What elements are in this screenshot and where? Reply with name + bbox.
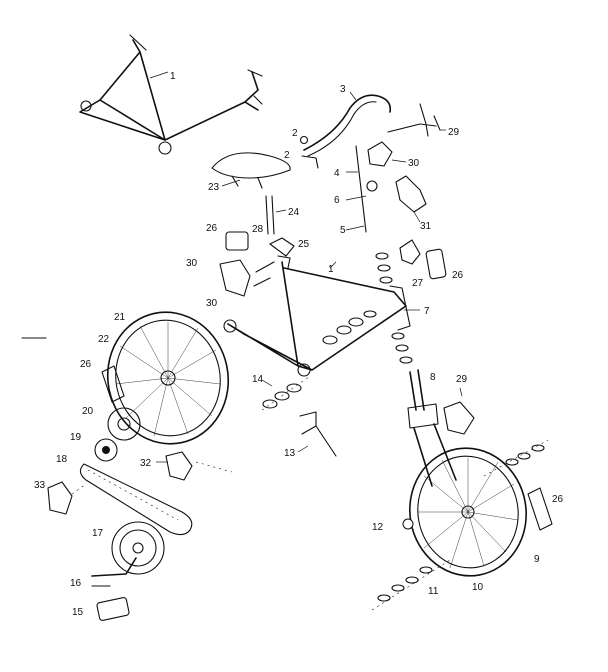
fender-clip-26-left bbox=[101, 365, 125, 403]
pedal bbox=[96, 597, 130, 621]
callout-labels: 1 3 29 2 2 30 4 23 6 24 26 28 5 31 25 30… bbox=[34, 71, 564, 618]
callout-30-left-upper: 30 bbox=[186, 258, 198, 269]
reflector-26-right bbox=[527, 487, 553, 531]
callout-29-lower: 29 bbox=[456, 374, 468, 385]
derailleur-33 bbox=[47, 481, 87, 515]
brake-caliper-29-lower bbox=[443, 387, 475, 435]
callout-2-upper: 2 bbox=[292, 128, 298, 139]
callout-3: 3 bbox=[340, 84, 346, 95]
seat-clamp-25 bbox=[269, 237, 295, 257]
callout-33: 33 bbox=[34, 480, 46, 491]
crank-arm bbox=[91, 557, 137, 587]
chainring bbox=[111, 521, 165, 575]
front-fork bbox=[407, 369, 457, 487]
callout-16: 16 bbox=[70, 578, 82, 589]
shift-lever-30-top bbox=[367, 141, 407, 167]
callout-24: 24 bbox=[288, 207, 300, 218]
callout-9: 9 bbox=[534, 554, 540, 565]
freewheel-sprocket-20 bbox=[107, 407, 141, 441]
callout-29-top: 29 bbox=[448, 127, 460, 138]
clip-27 bbox=[399, 239, 421, 265]
reflector-top-right bbox=[425, 248, 447, 280]
callout-6: 6 bbox=[334, 195, 340, 206]
shifter-30-left bbox=[219, 259, 275, 297]
main-frame bbox=[223, 255, 411, 377]
callout-27: 27 bbox=[412, 278, 424, 289]
chain bbox=[79, 463, 193, 536]
seat-post bbox=[265, 195, 287, 235]
callout-25: 25 bbox=[298, 239, 310, 250]
rear-wheel bbox=[106, 311, 230, 445]
callout-1-center: 1 bbox=[328, 264, 334, 275]
callout-22: 22 bbox=[98, 334, 110, 345]
callout-15: 15 bbox=[72, 607, 84, 618]
callout-13: 13 bbox=[284, 448, 296, 459]
callout-5: 5 bbox=[340, 225, 346, 236]
callout-1-top: 1 bbox=[170, 71, 176, 82]
callout-18: 18 bbox=[56, 454, 68, 465]
callout-12: 12 bbox=[372, 522, 384, 533]
callout-28: 28 bbox=[252, 224, 264, 235]
axle-parts-11 bbox=[371, 559, 451, 611]
shift-lever-31 bbox=[395, 175, 427, 223]
callout-31: 31 bbox=[420, 221, 432, 232]
derailleur-32 bbox=[156, 451, 233, 481]
small-fitting-2 bbox=[299, 135, 319, 169]
bearing-parts bbox=[322, 310, 377, 345]
callout-11: 11 bbox=[428, 586, 439, 597]
frame-top-view bbox=[79, 34, 263, 155]
callout-32: 32 bbox=[140, 458, 152, 469]
callout-10: 10 bbox=[472, 582, 484, 593]
handlebar bbox=[303, 91, 392, 157]
saddle bbox=[211, 152, 291, 189]
callout-4: 4 bbox=[334, 168, 340, 179]
callout-26-left-mid: 26 bbox=[80, 359, 92, 370]
nut-12 bbox=[402, 518, 414, 530]
callout-26-right-low: 26 bbox=[552, 494, 564, 505]
callout-19: 19 bbox=[70, 432, 82, 443]
callout-2-lower: 2 bbox=[284, 150, 290, 161]
callout-26-right-top: 26 bbox=[452, 270, 464, 281]
callout-23: 23 bbox=[208, 182, 220, 193]
callout-21: 21 bbox=[114, 312, 126, 323]
callout-8: 8 bbox=[430, 372, 436, 383]
reflector-26-left-top bbox=[225, 231, 249, 251]
stem-and-headset-parts bbox=[345, 145, 420, 364]
callout-26-left-top: 26 bbox=[206, 223, 218, 234]
bottom-bracket-parts-14 bbox=[261, 375, 311, 411]
callout-14: 14 bbox=[252, 374, 264, 385]
kickstand bbox=[297, 411, 337, 457]
callout-20: 20 bbox=[82, 406, 94, 417]
callout-30-left-lower: 30 bbox=[206, 298, 218, 309]
hub-parts-front bbox=[483, 439, 549, 477]
cog-19 bbox=[94, 438, 118, 462]
callout-7: 7 bbox=[424, 306, 430, 317]
callout-17: 17 bbox=[92, 528, 104, 539]
brake-lever-top bbox=[387, 103, 446, 137]
callout-30-top: 30 bbox=[408, 158, 420, 169]
front-wheel bbox=[409, 447, 527, 577]
